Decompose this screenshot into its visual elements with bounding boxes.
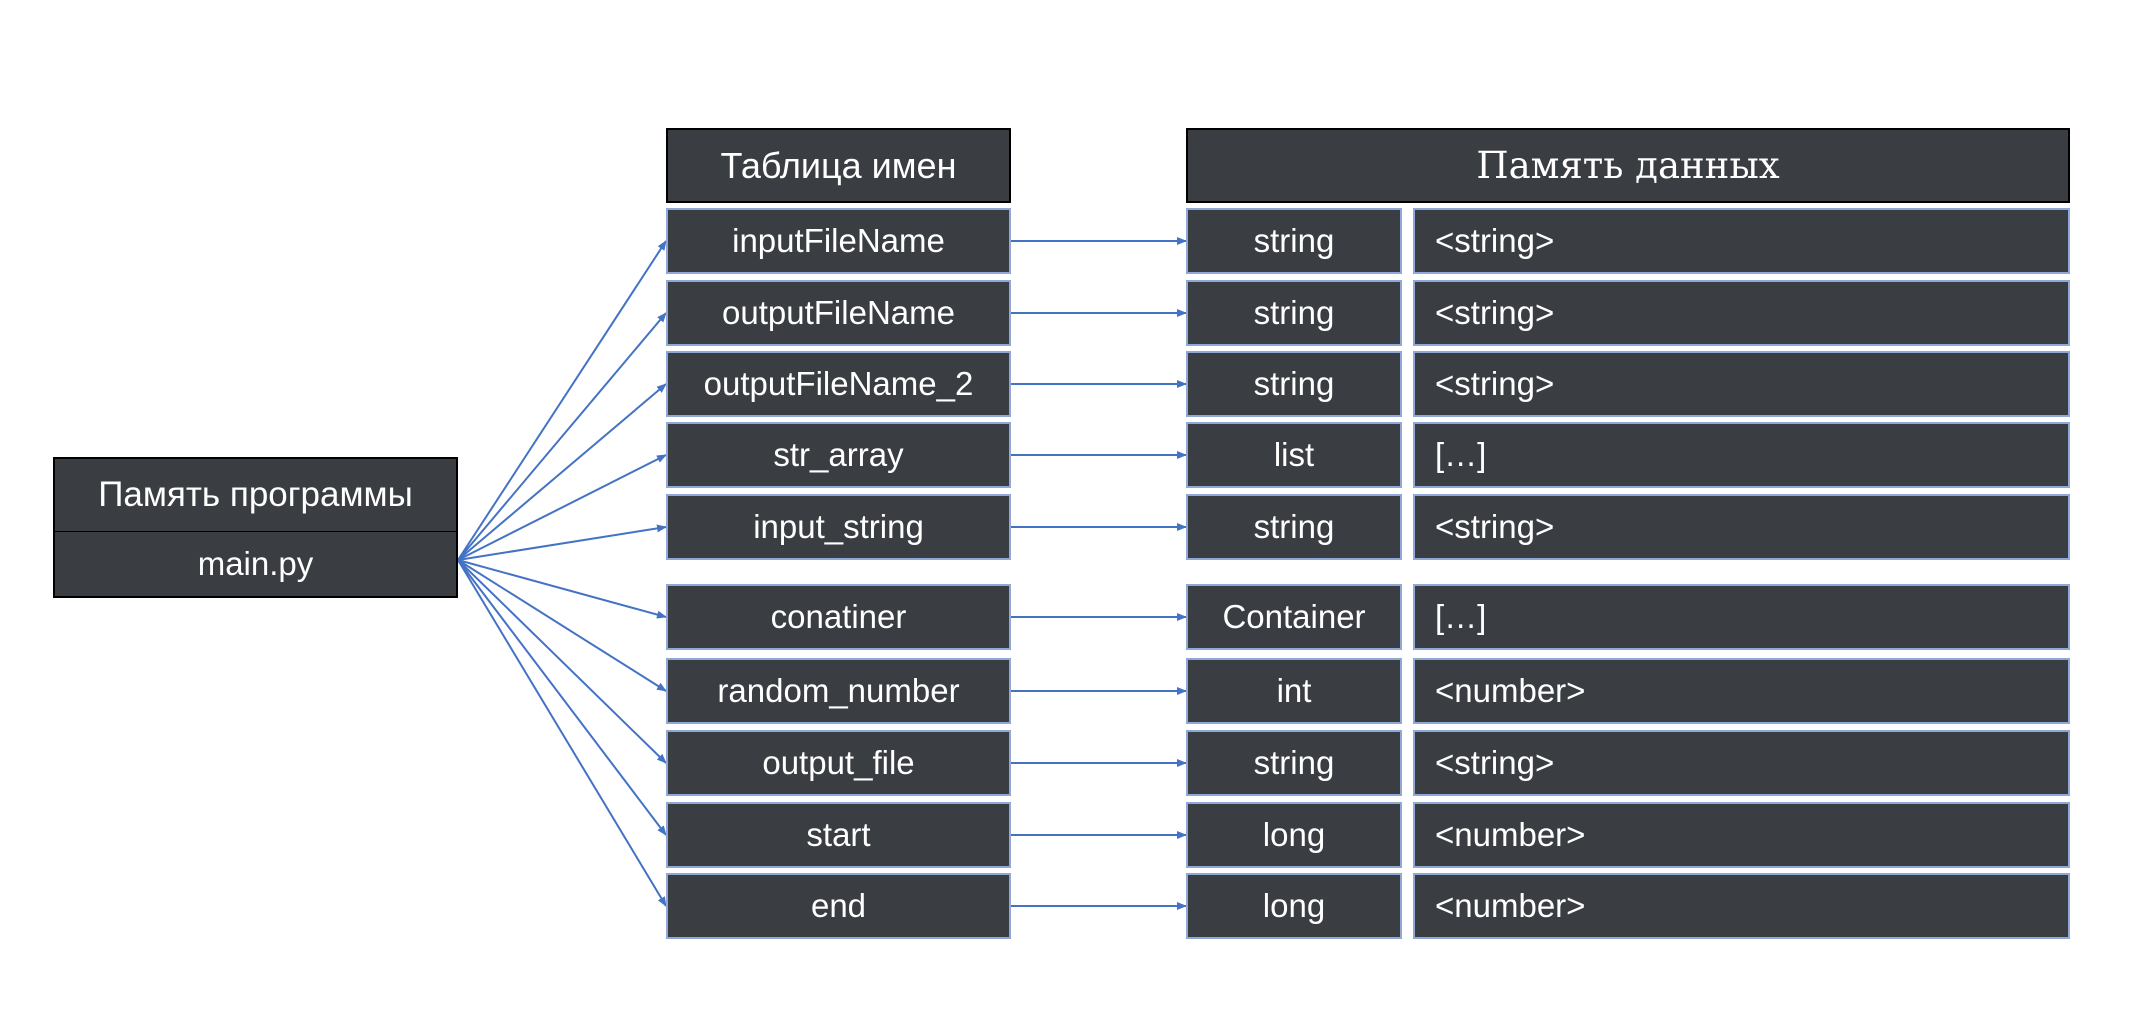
name-cell: output_file <box>666 730 1011 796</box>
value-cell: <string> <box>1413 208 2070 274</box>
value-cell: <number> <box>1413 802 2070 868</box>
arrow-program-to-name <box>457 559 667 836</box>
type-cell: string <box>1186 208 1402 274</box>
name-cell: start <box>666 802 1011 868</box>
arrow-program-to-name <box>457 383 667 561</box>
value-cell: <string> <box>1413 280 2070 346</box>
value-cell: <string> <box>1413 730 2070 796</box>
value-cell: <number> <box>1413 658 2070 724</box>
names-table-header: Таблица имен <box>666 128 1011 203</box>
name-cell: random_number <box>666 658 1011 724</box>
arrow-program-to-name <box>457 312 667 561</box>
arrow-program-to-name <box>457 524 667 561</box>
type-cell: string <box>1186 494 1402 560</box>
program-memory-title: Память программы <box>53 457 458 532</box>
value-cell: <string> <box>1413 494 2070 560</box>
type-cell: int <box>1186 658 1402 724</box>
name-cell: outputFileName <box>666 280 1011 346</box>
value-cell: […] <box>1413 422 2070 488</box>
value-cell: <string> <box>1413 351 2070 417</box>
name-cell: conatiner <box>666 584 1011 650</box>
arrow-program-to-name <box>457 559 667 907</box>
type-cell: long <box>1186 802 1402 868</box>
program-memory-file: main.py <box>53 531 458 598</box>
arrow-program-to-name <box>457 559 667 692</box>
type-cell: list <box>1186 422 1402 488</box>
name-cell: str_array <box>666 422 1011 488</box>
value-cell: <number> <box>1413 873 2070 939</box>
name-cell: input_string <box>666 494 1011 560</box>
data-memory-header: Память данных <box>1186 128 2070 203</box>
type-cell: long <box>1186 873 1402 939</box>
arrow-program-to-name <box>457 454 667 561</box>
type-cell: Container <box>1186 584 1402 650</box>
arrow-program-to-name <box>457 240 667 561</box>
name-cell: outputFileName_2 <box>666 351 1011 417</box>
type-cell: string <box>1186 351 1402 417</box>
arrow-program-to-name <box>457 559 667 619</box>
arrow-program-to-name <box>457 559 667 764</box>
value-cell: […] <box>1413 584 2070 650</box>
name-cell: end <box>666 873 1011 939</box>
name-cell: inputFileName <box>666 208 1011 274</box>
type-cell: string <box>1186 280 1402 346</box>
type-cell: string <box>1186 730 1402 796</box>
